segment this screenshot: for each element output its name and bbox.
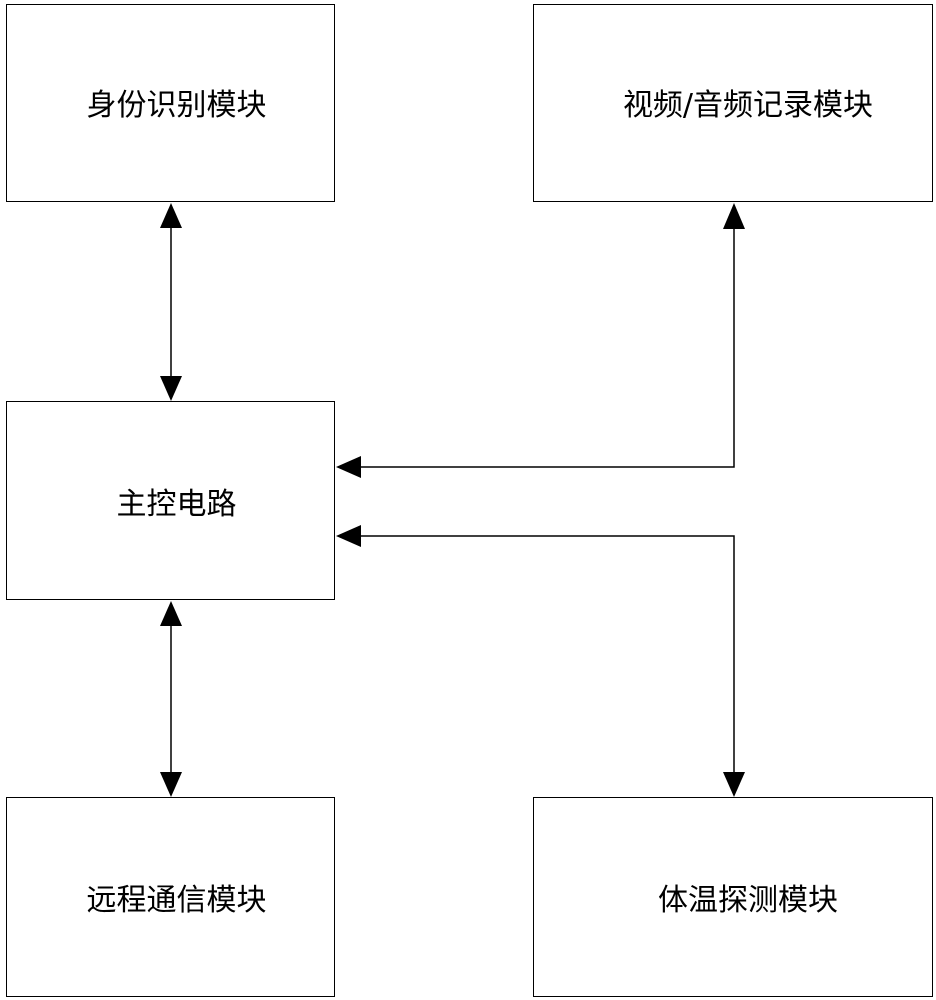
identity-module-box: 身份识别模块 <box>6 4 335 202</box>
arrowhead-down-comm <box>160 772 182 797</box>
arrowhead-up-main-bottom <box>160 601 182 626</box>
main-control-circuit-label: 主控电路 <box>105 479 237 523</box>
remote-comm-module-label: 远程通信模块 <box>75 875 267 919</box>
connector-av-main <box>360 228 734 467</box>
arrowhead-left-main-temp <box>336 525 361 547</box>
arrowhead-down-main-top <box>160 376 182 401</box>
main-control-circuit-box: 主控电路 <box>6 401 335 600</box>
arrowhead-left-main-av <box>336 456 361 478</box>
arrowhead-up-av <box>723 203 745 229</box>
arrowhead-up-identity <box>160 203 182 228</box>
identity-module-label: 身份识别模块 <box>75 80 267 126</box>
temperature-module-label: 体温探测模块 <box>628 875 838 919</box>
remote-comm-module-box: 远程通信模块 <box>6 797 335 997</box>
connector-temp-main <box>359 536 734 774</box>
arrowhead-down-temp <box>723 772 745 797</box>
av-record-module-label: 视频/音频记录模块 <box>593 80 873 126</box>
av-record-module-box: 视频/音频记录模块 <box>533 4 933 202</box>
temperature-module-box: 体温探测模块 <box>533 797 933 997</box>
